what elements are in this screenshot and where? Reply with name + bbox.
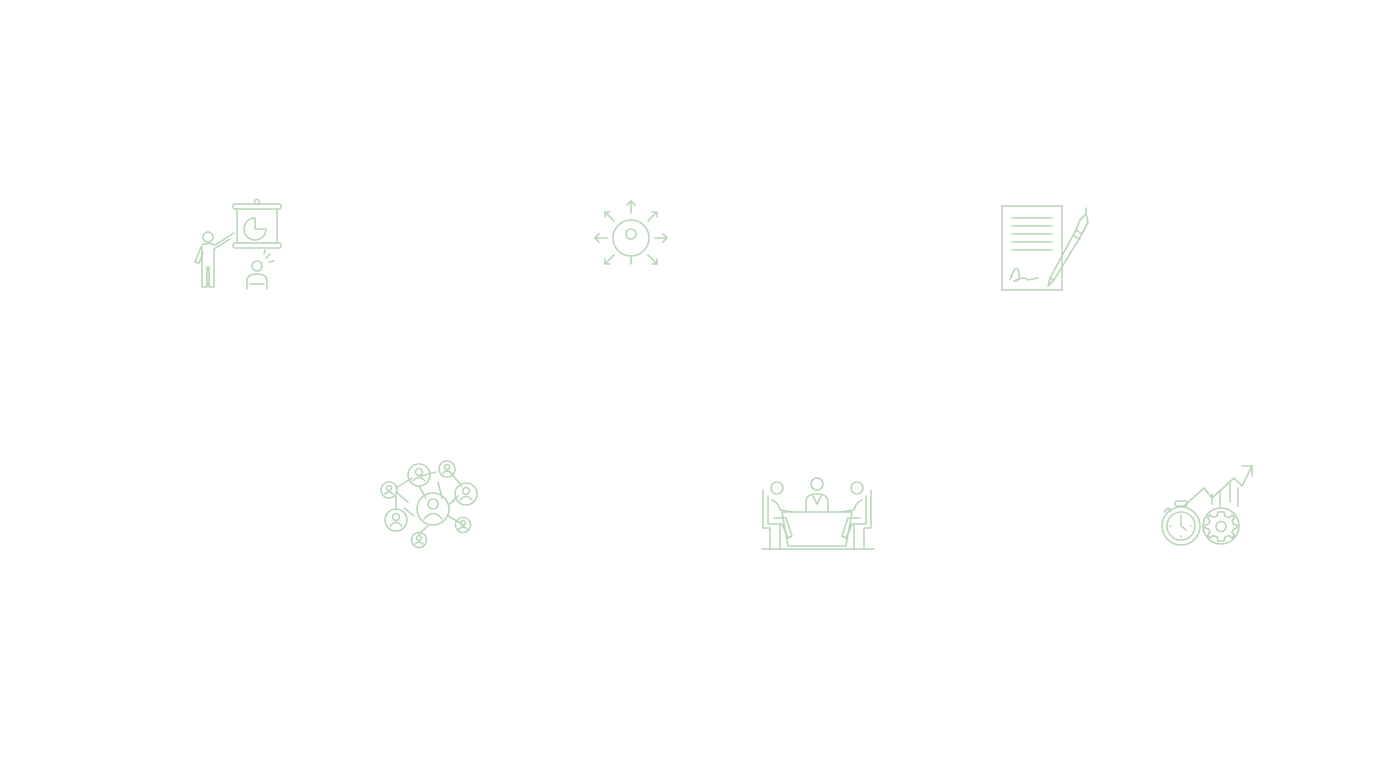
signed-contract-icon [998,202,1090,294]
people-network-icon [378,458,482,552]
talent-search-icon [590,198,672,292]
team-meeting-icon [758,474,876,552]
presentation-icon [188,197,284,293]
efficiency-growth-icon [1158,460,1256,550]
